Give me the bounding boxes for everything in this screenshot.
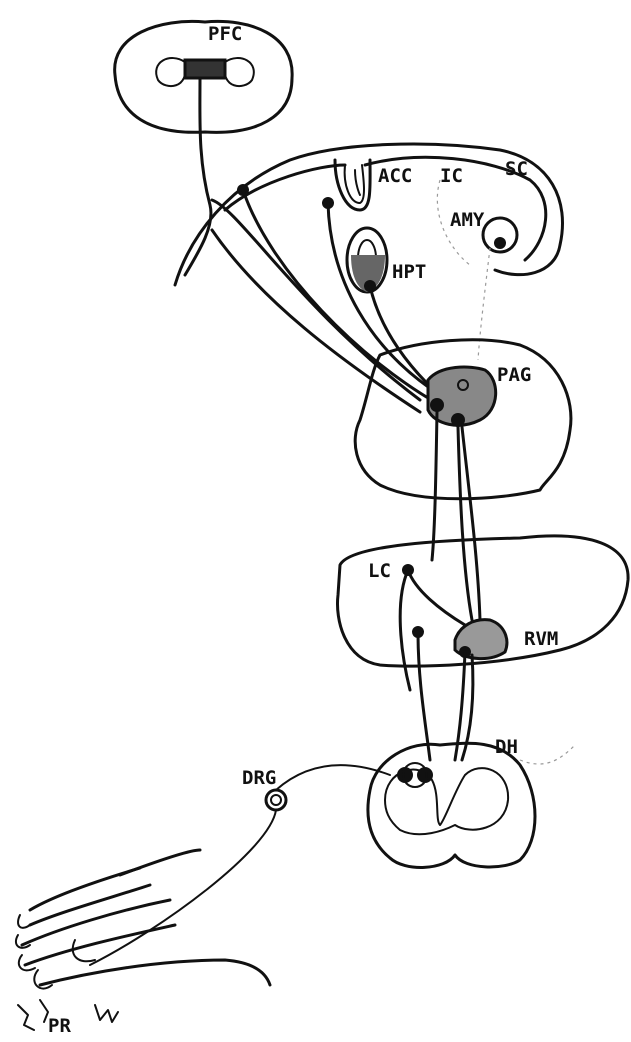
label-pag: PAG <box>497 364 531 386</box>
label-amy: AMY <box>450 209 485 231</box>
pfc-section <box>115 21 292 132</box>
label-acc: ACC <box>378 165 412 187</box>
label-ic: IC <box>440 165 463 187</box>
medulla-section <box>337 536 628 666</box>
drg-ganglion <box>266 790 286 810</box>
spinal-cord-section <box>368 743 535 867</box>
hypothalamus <box>347 228 387 292</box>
label-hpt: HPT <box>392 261 426 283</box>
label-pr: PR <box>48 1015 71 1037</box>
label-rvm: RVM <box>524 628 558 650</box>
label-pfc: PFC <box>208 23 242 45</box>
label-lc: LC <box>368 560 391 582</box>
label-dh: DH <box>495 736 518 758</box>
foot <box>16 850 270 989</box>
pag-section <box>355 340 571 499</box>
amygdala <box>483 218 517 252</box>
label-drg: DRG <box>242 767 276 789</box>
label-sc: SC <box>505 158 528 180</box>
